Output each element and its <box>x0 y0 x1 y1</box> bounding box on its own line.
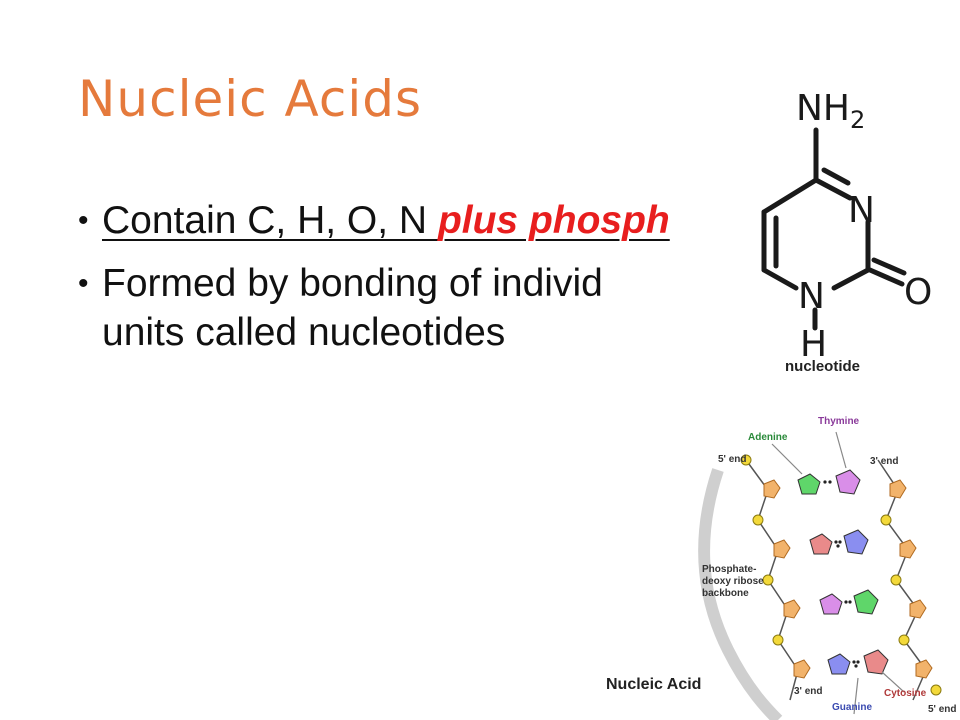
phosphate-5 <box>880 514 892 526</box>
slide-title: Nucleic Acids <box>78 70 423 128</box>
sugar-4 <box>793 659 811 679</box>
base-cytosine-1 <box>809 533 833 555</box>
label-three-end-bottom: 3' end <box>794 686 823 697</box>
nucleic-acid-panel: Adenine Thymine 5' end 3' end Phosphate-… <box>698 410 960 720</box>
label-five-end-bottom: 5' end <box>928 704 957 715</box>
sugar-units <box>763 479 933 679</box>
atom-o: O <box>904 272 932 313</box>
label-backbone-1: Phosphate- <box>702 564 757 575</box>
molecule-atoms: NH2 N O N H <box>796 88 932 365</box>
atom-h: H <box>800 324 827 365</box>
sugar-1 <box>763 479 781 499</box>
bond-c4-n3 <box>813 177 853 201</box>
arrow-guanine <box>853 677 859 715</box>
base-thymine-2 <box>819 593 843 615</box>
label-backbone-3: backbone <box>702 588 749 599</box>
bullet-elements-highlight: plus phosph <box>437 199 670 242</box>
molecule-bonds <box>761 127 907 331</box>
sugar-2 <box>773 539 791 559</box>
sugar-6 <box>899 539 917 559</box>
label-arrows <box>771 431 905 715</box>
base-adenine-1 <box>797 473 821 495</box>
phosphate-8 <box>930 684 942 696</box>
sugar-3 <box>783 599 801 619</box>
hydrogen-bonds <box>823 480 860 668</box>
phosphate-6 <box>890 574 902 586</box>
molecule-structure: NH2 N O N H <box>761 88 932 365</box>
bond-c4-c5 <box>761 177 819 215</box>
sugar-7 <box>909 599 927 619</box>
phosphate-3 <box>762 574 774 586</box>
phosphate-units <box>740 454 942 696</box>
base-pairs <box>797 469 889 675</box>
bullet-elements: Contain C, H, O, N plus phosph <box>78 196 938 245</box>
label-three-end-top: 3' end <box>870 456 899 467</box>
molecule-panel: NH2 N O N H <box>742 70 960 390</box>
base-cytosine-2 <box>863 649 889 675</box>
base-guanine-2 <box>827 653 851 675</box>
label-five-end-top: 5' end <box>718 454 747 465</box>
bullet-elements-plain: Contain C, H, O, N <box>102 199 438 242</box>
label-guanine: Guanine <box>832 702 873 713</box>
bond-c6-n1 <box>761 267 799 291</box>
base-adenine-2 <box>853 589 879 615</box>
sugar-5 <box>889 479 907 499</box>
nucleotide-caption: nucleotide <box>785 358 861 375</box>
bond-n1-c2 <box>831 267 871 291</box>
phosphate-7 <box>898 634 910 646</box>
bullet-nucleotides-line1: Formed by bonding of individ <box>102 262 603 305</box>
label-thymine: Thymine <box>818 416 860 427</box>
bullet-elements-text: Contain C, H, O, N plus phosph <box>102 199 670 242</box>
phosphate-1 <box>740 454 752 466</box>
dna-diagram <box>698 431 942 720</box>
phosphate-4 <box>772 634 784 646</box>
bullet-list: Contain C, H, O, N plus phosph Formed by… <box>78 196 938 371</box>
helix-shadow <box>698 468 783 720</box>
bond-c4-n3-double <box>821 167 851 186</box>
arrow-adenine <box>771 443 803 475</box>
base-guanine-1 <box>843 529 869 555</box>
bond-c2-o-double <box>871 257 907 276</box>
base-thymine-1 <box>835 469 861 495</box>
bullet-nucleotides-line2: units called nucleotides <box>102 311 506 354</box>
bond-c2-o <box>867 267 905 287</box>
atom-n-ring: N <box>848 190 875 231</box>
label-backbone-2: deoxy ribose <box>702 576 764 587</box>
label-adenine: Adenine <box>748 432 788 443</box>
nucleic-acid-caption: Nucleic Acid <box>606 676 702 693</box>
sugar-8 <box>915 659 933 679</box>
bullet-nucleotides: Formed by bonding of individ units calle… <box>78 259 938 357</box>
phosphate-2 <box>752 514 764 526</box>
arrow-thymine <box>835 431 847 469</box>
arrow-cytosine <box>881 671 905 693</box>
atom-n-bottom: N <box>798 276 825 317</box>
label-cytosine: Cytosine <box>884 688 927 699</box>
atom-nh2: NH2 <box>796 88 865 134</box>
